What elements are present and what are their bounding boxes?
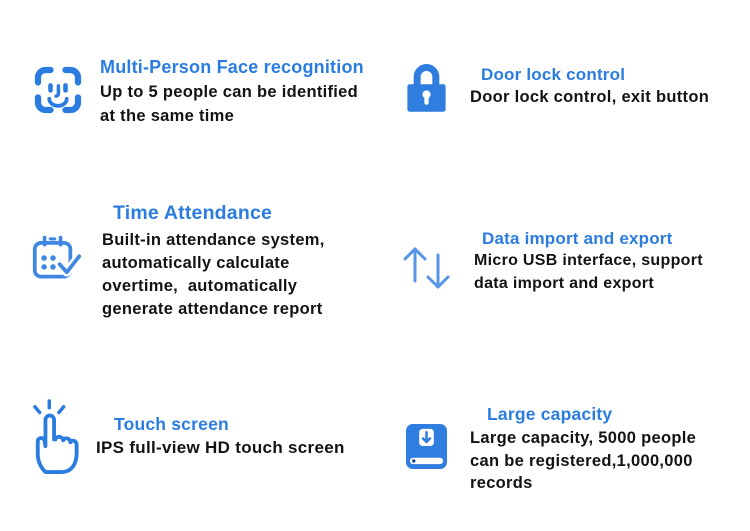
description-line: can be registered,1,000,000 <box>470 451 693 470</box>
description-line: Door lock control, exit button <box>470 88 710 106</box>
feature-description-touch-screen: IPS full-view HD touch screen <box>96 436 345 460</box>
face-scan-icon <box>33 63 83 117</box>
tap-hand-icon <box>32 399 80 476</box>
description-line: automatically calculate <box>102 254 290 272</box>
storage-drive-icon <box>405 423 448 470</box>
description-line: Built-in attendance system, <box>102 231 325 249</box>
padlock-icon <box>406 62 447 113</box>
feature-title-door-lock: Door lock control <box>481 65 626 84</box>
feature-description-face-recognition: Up to 5 people can be identified at the … <box>100 80 358 128</box>
description-line: records <box>470 474 533 492</box>
feature-description-time-attendance: Built-in attendance system, automaticall… <box>102 229 325 321</box>
feature-title-touch-screen: Touch screen <box>114 414 229 434</box>
description-line: data import and export <box>474 275 654 292</box>
feature-title-time-attendance: Time Attendance <box>113 202 273 224</box>
feature-title-data-import-export: Data import and export <box>482 229 673 248</box>
description-line: IPS full-view HD touch screen <box>96 438 345 457</box>
description-line: at the same time <box>100 107 235 125</box>
description-line: generate attendance report <box>102 300 323 318</box>
description-line: Micro USB interface, support <box>474 252 703 269</box>
feature-description-large-capacity: Large capacity, 5000 people can be regis… <box>470 427 696 495</box>
feature-description-data-import-export: Micro USB interface, support data import… <box>474 249 703 295</box>
feature-title-large-capacity: Large capacity <box>487 404 613 424</box>
feature-title-face-recognition: Multi-Person Face recognition <box>100 57 364 77</box>
calendar-check-icon <box>31 234 84 282</box>
arrows-up-down-icon <box>400 245 454 291</box>
description-line: Up to 5 people can be identified <box>100 83 359 101</box>
feature-description-door-lock: Door lock control, exit button <box>470 85 709 109</box>
description-line: Large capacity, 5000 people <box>470 429 697 447</box>
description-line: overtime, automatically <box>102 277 298 295</box>
